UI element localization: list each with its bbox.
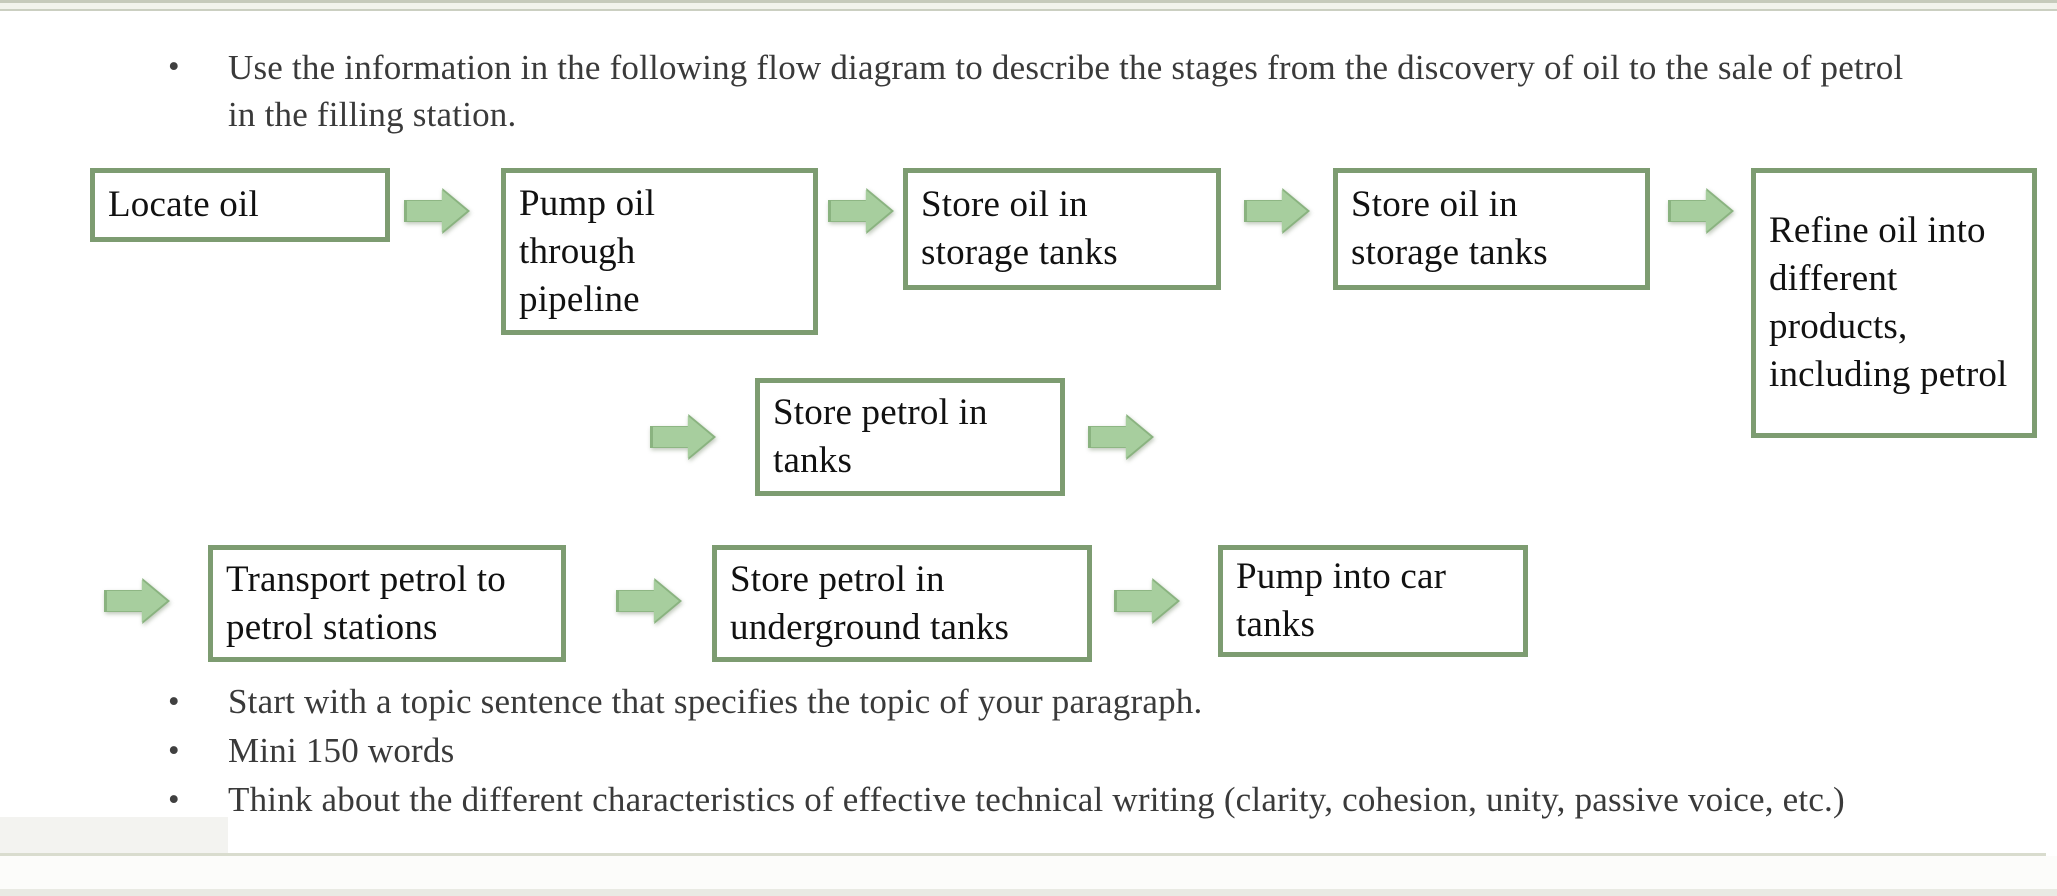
flow-box-label: Store petrol in tanks	[773, 392, 988, 481]
note-text: Think about the different characteristic…	[228, 780, 1845, 819]
flow-box-label: Pump oil through pipeline	[519, 182, 656, 320]
flow-box-label: Store petrol in underground tanks	[730, 558, 1010, 648]
top-chrome-strip-light	[0, 3, 2057, 9]
flow-arrow-icon	[1668, 188, 1734, 234]
flow-box-store-oil-2: Store oil in storage tanks	[1333, 168, 1650, 290]
list-item: • Start with a topic sentence that speci…	[168, 678, 1898, 726]
flow-arrow-icon	[1088, 414, 1154, 460]
top-chrome-strip-line	[0, 9, 2057, 11]
flow-box-store-oil-1: Store oil in storage tanks	[903, 168, 1221, 290]
bottom-chrome-strip	[0, 889, 2057, 896]
slide-corner-shade	[0, 817, 228, 854]
bullet-marker: •	[168, 733, 180, 769]
list-item: • Mini 150 words	[168, 727, 1898, 775]
slide-edge-line	[0, 853, 2046, 856]
flow-box-pump-oil-pipeline: Pump oil through pipeline	[501, 168, 818, 335]
flow-arrow-icon	[1244, 188, 1310, 234]
flow-arrow-icon	[616, 578, 682, 624]
below-slide-area	[0, 856, 2057, 889]
flow-arrow-icon	[828, 188, 894, 234]
note-text: Start with a topic sentence that specifi…	[228, 682, 1203, 721]
flow-box-store-petrol-tanks: Store petrol in tanks	[755, 378, 1065, 496]
flow-box-label: Transport petrol to petrol stations	[226, 558, 506, 648]
note-text: Mini 150 words	[228, 731, 455, 770]
flow-box-label: Refine oil into different products, incl…	[1769, 210, 2008, 395]
flow-box-label: Pump into car tanks	[1236, 556, 1447, 645]
list-item: • Think about the different characterist…	[168, 776, 1898, 824]
flow-box-label: Locate oil	[108, 184, 259, 225]
flow-arrow-icon	[104, 578, 170, 624]
flow-box-label: Store oil in storage tanks	[1351, 184, 1548, 273]
top-chrome-strip-dark	[0, 0, 2057, 3]
flow-box-pump-into-car-tanks: Pump into car tanks	[1218, 545, 1528, 657]
flow-box-locate-oil: Locate oil	[90, 168, 390, 242]
flow-arrow-icon	[404, 188, 470, 234]
flow-box-store-underground-tanks: Store petrol in underground tanks	[712, 545, 1092, 662]
bullet-marker: •	[168, 684, 180, 720]
flow-box-transport-petrol: Transport petrol to petrol stations	[208, 545, 566, 662]
flow-arrow-icon	[1114, 578, 1180, 624]
bullet-marker: •	[168, 782, 180, 818]
flow-box-refine-oil: Refine oil into different products, incl…	[1751, 168, 2037, 438]
instruction-bullet: • Use the information in the following f…	[168, 44, 1928, 138]
bullet-marker: •	[168, 49, 180, 85]
flow-box-label: Store oil in storage tanks	[921, 184, 1118, 273]
instruction-text: Use the information in the following flo…	[228, 48, 1904, 134]
notes-list: • Start with a topic sentence that speci…	[168, 678, 1898, 825]
flow-arrow-icon	[650, 414, 716, 460]
